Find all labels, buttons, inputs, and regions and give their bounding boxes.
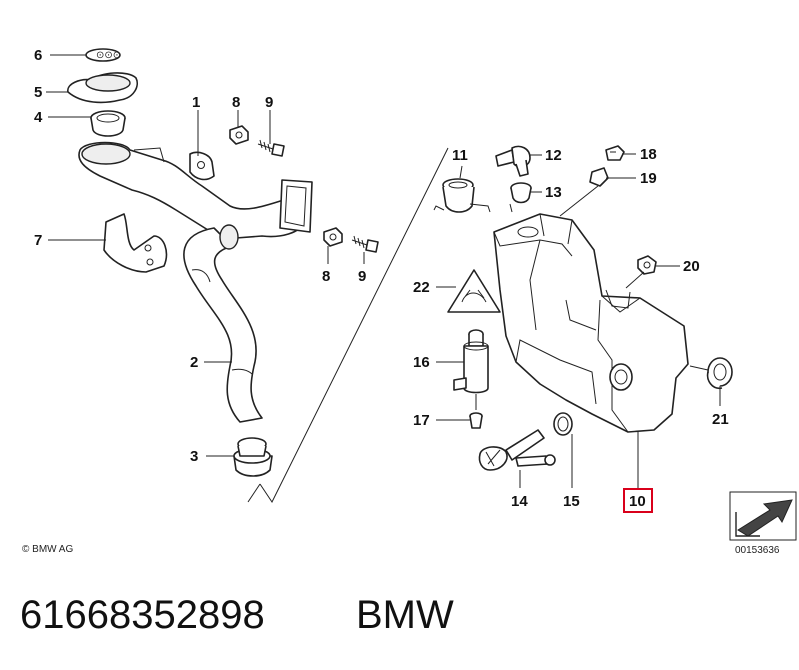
callout-22: 22 (413, 279, 430, 296)
part-nut-lower (323, 227, 343, 247)
callout-13: 13 (545, 184, 562, 201)
callout-2: 2 (190, 354, 198, 371)
callout-8-lower: 8 (322, 268, 330, 285)
part-grommet-pump (442, 178, 475, 213)
diagram-number: 00153636 (735, 545, 780, 556)
part-grommet-small (510, 182, 532, 204)
callout-18: 18 (640, 146, 657, 163)
part-hex-nut (637, 255, 657, 275)
part-filler-neck-ring (90, 110, 126, 137)
leader-lines (46, 54, 721, 488)
callout-5: 5 (34, 84, 42, 101)
copyright-text: © BMW AG (22, 544, 73, 555)
part-nozzle-connector (469, 412, 483, 429)
part-clip-nut (589, 167, 609, 187)
part-screw-lower (351, 235, 379, 253)
callout-9-upper: 9 (265, 94, 273, 111)
part-washer-reservoir (493, 213, 689, 433)
part-tank-grommet (706, 357, 733, 390)
callout-8-upper: 8 (232, 94, 240, 111)
callout-14: 14 (511, 493, 528, 510)
svg-text:⊙⊙⊙: ⊙⊙⊙ (96, 50, 121, 61)
part-hose (183, 224, 263, 423)
callout-19: 19 (640, 170, 657, 187)
part-elbow-connector (495, 145, 531, 177)
callout-11: 11 (452, 147, 468, 164)
orientation-icon (729, 491, 797, 541)
part-bolt (605, 145, 625, 161)
callout-16: 16 (413, 354, 430, 371)
part-filler-cap (67, 72, 138, 104)
callout-10-highlight-box (623, 488, 653, 513)
part-sensor-grommet (553, 412, 573, 436)
assembly-lines (247, 147, 709, 503)
callout-20: 20 (683, 258, 700, 275)
part-level-sensor (478, 429, 556, 471)
part-seal-ring: ⊙⊙⊙ (85, 48, 121, 62)
callout-21: 21 (712, 411, 729, 428)
part-washer-pump (453, 329, 489, 394)
part-bracket (103, 213, 168, 273)
part-filler-pipe (78, 141, 313, 240)
callout-10: 10 (629, 493, 646, 510)
callout-17: 17 (413, 412, 430, 429)
callout-9-lower: 9 (358, 268, 366, 285)
part-grommet (233, 437, 273, 477)
part-nut-upper (229, 125, 249, 145)
brand-name: BMW (356, 593, 454, 637)
callout-12: 12 (545, 147, 562, 164)
part-screw-upper (257, 139, 285, 157)
callout-7: 7 (34, 232, 42, 249)
callout-1: 1 (192, 94, 200, 111)
callout-4: 4 (34, 109, 43, 126)
callout-6: 6 (34, 47, 42, 64)
callout-15: 15 (563, 493, 580, 510)
part-warning-label (447, 269, 501, 313)
part-number: 61668352898 (20, 593, 265, 637)
callouts: 6 5 4 1 8 9 7 8 9 2 3 11 12 13 18 19 20 … (34, 47, 729, 513)
callout-3: 3 (190, 448, 198, 465)
